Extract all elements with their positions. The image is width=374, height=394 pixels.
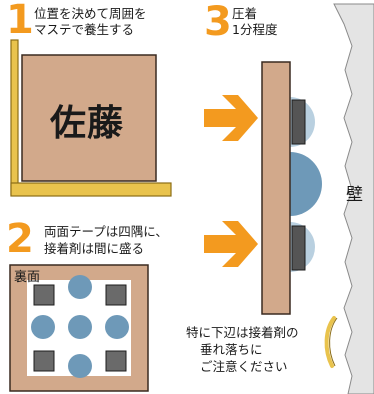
note-line-1: 特に下辺は接着剤の <box>186 325 299 340</box>
step-3-line-1: 圧着 <box>232 6 258 21</box>
tape-piece <box>105 350 127 372</box>
tape-piece <box>291 99 306 145</box>
wall <box>333 3 374 394</box>
nameplate-front <box>21 54 157 182</box>
adhesive-dot <box>68 275 92 299</box>
tape-piece <box>33 350 55 372</box>
wall-label: 壁 <box>346 185 363 205</box>
nameplate-name: 佐藤 <box>50 102 125 144</box>
tape-piece <box>291 225 306 271</box>
adhesive-dot <box>68 354 92 378</box>
tape-piece <box>105 284 127 306</box>
step-2-line-2: 接着剤は間に盛る <box>44 241 145 256</box>
adhesive-dot <box>68 315 92 339</box>
step-2-number: 2 <box>6 216 34 262</box>
tape-piece <box>33 284 55 306</box>
step-1-line-2: マステで養生する <box>34 22 135 37</box>
note-line-2: 垂れ落ちに <box>200 342 263 357</box>
masking-tape-bottom <box>10 182 172 197</box>
adhesive-dot <box>31 315 55 339</box>
nameplate-side <box>261 61 291 315</box>
drip-icon <box>324 316 336 368</box>
step-2-line-1: 両面テープは四隅に、 <box>44 224 168 239</box>
masking-tape-left <box>10 39 19 196</box>
adhesive-dot <box>105 315 129 339</box>
step-3-number: 3 <box>204 0 232 45</box>
note-line-3: ご注意ください <box>200 359 288 374</box>
arrow-icon <box>204 95 258 141</box>
step-1-number: 1 <box>6 0 34 43</box>
drip-outline <box>329 317 338 367</box>
adhesive-blob <box>290 152 322 216</box>
back-label: 裏面 <box>14 270 41 285</box>
step-1-line-1: 位置を決めて周囲を <box>34 6 147 21</box>
step-3-line-2: 1分程度 <box>232 22 278 37</box>
arrow-icon <box>204 221 258 267</box>
